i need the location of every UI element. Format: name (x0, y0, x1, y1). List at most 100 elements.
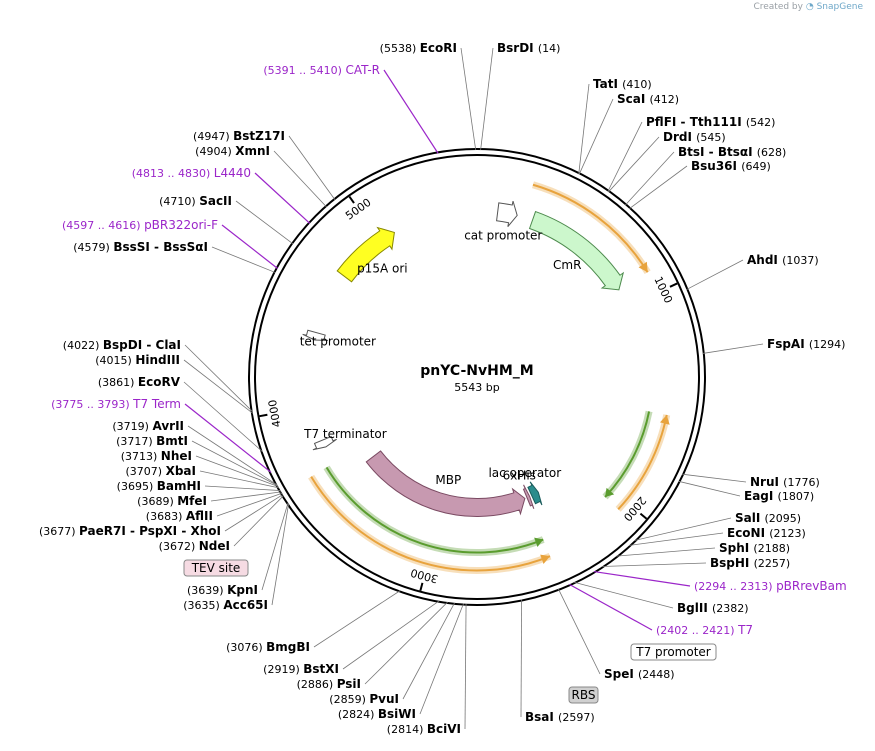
site-scai: ScaI (412) (578, 92, 679, 175)
site-xmni: (4904) XmnI (195, 144, 327, 208)
site-label: (4813 .. 4830) L4440 (132, 166, 251, 180)
site-position: (2382) (712, 602, 749, 615)
site-name: BamHI (157, 479, 201, 493)
site-bstz17i: (4947) BstZ17I (193, 129, 336, 201)
site-label: (2294 .. 2313) pBRrevBam (694, 579, 847, 593)
feature-6xHis (522, 484, 535, 509)
site-leader-line (191, 440, 278, 486)
feature-lac-operator (527, 481, 543, 506)
site-position: (1037) (782, 254, 819, 267)
site-position: (3672) (159, 540, 199, 553)
site-leader-line (210, 491, 282, 502)
site-leader-line (313, 590, 401, 648)
site-label: (3076) BmgBI (226, 640, 310, 654)
site-t7-term: (3775 .. 3793) T7 Term (51, 397, 272, 473)
site-leader-line (558, 588, 601, 675)
site-position: (3635) (183, 599, 223, 612)
site-name: PflFI - Tth111I (646, 115, 746, 129)
site-position: (2814) (387, 723, 427, 736)
site-box (630, 643, 717, 661)
site-name: NdeI (199, 539, 230, 553)
site-name: BsrDI (497, 41, 538, 55)
orf-arrowhead (659, 414, 670, 425)
tick-mark (259, 413, 268, 418)
site-position: (14) (538, 42, 561, 55)
site-xbai: (3707) XbaI (126, 464, 280, 489)
site-leader-line (221, 224, 278, 269)
site-label: EcoNI (2123) (727, 526, 806, 540)
site-leader-line (211, 246, 276, 273)
site-leader-line (273, 150, 327, 208)
site-aflii: (3683) AflII (146, 492, 283, 523)
feature-label-p15A-ori: p15A ori (357, 262, 408, 276)
site-label: (3639) KpnI (187, 583, 258, 597)
site-name: BspDI - ClaI (103, 338, 181, 352)
site-leader-line (616, 547, 716, 557)
site-position: (4579) (73, 241, 113, 254)
site-sali: SalI (2095) (634, 511, 801, 541)
feature-label-6xHis: 6xHis (503, 468, 536, 482)
orf-arrowhead (540, 554, 551, 565)
site-nrui: NruI (1776) (682, 473, 820, 489)
site-acc65i: (3635) Acc65I (183, 503, 290, 612)
site-label: (3672) NdeI (159, 539, 230, 553)
tick-mark (348, 195, 355, 204)
site-name: BmtI (156, 434, 188, 448)
site-econi: EcoNI (2123) (629, 526, 806, 546)
site-tati: TatI (410) (578, 77, 652, 175)
site-name: EagI (744, 489, 778, 503)
credit-brand: SnapGene (816, 2, 863, 12)
site-name: EcoRI (420, 41, 457, 55)
plasmid-center-label: pnYC-NvHM_M 5543 bp (420, 363, 533, 394)
site-label: (3713) NheI (121, 449, 192, 463)
site-leader-line (593, 570, 691, 587)
site-label: (3719) AvrII (112, 419, 184, 433)
site-leader-line (601, 562, 707, 567)
site-name: BciVI (427, 722, 461, 736)
site-box-label: RBS (572, 688, 596, 702)
orf-halo (602, 410, 653, 500)
site-name: PaeR7I - PspXI - XhoI (79, 524, 221, 538)
site-bstxi: (2919) BstXI (263, 600, 440, 676)
feature-cat-promoter (496, 201, 518, 227)
site-name: pBRrevBam (776, 579, 847, 593)
site-label: (2824) BsiWI (338, 707, 416, 721)
site-pbr322ori-f: (4597 .. 4616) pBR322ori-F (62, 218, 278, 269)
site-ndei: (3672) NdeI (159, 495, 284, 553)
site-name: NheI (161, 449, 192, 463)
site-bsai: BsaI (2597) (520, 599, 595, 724)
feature-T7-terminator (312, 435, 337, 451)
site-name: AvrII (152, 419, 184, 433)
site-position: (2859) (329, 693, 369, 706)
site-box-label: TEV site (191, 561, 241, 575)
site-box-label: T7 promoter (635, 645, 711, 659)
site-leader-line (578, 83, 590, 175)
site-name: T7 Term (132, 397, 181, 411)
site-position: (2294 .. 2313) (694, 580, 776, 593)
site-name: BsaI (525, 710, 558, 724)
site-name: BsiWI (378, 707, 416, 721)
site-ecorv: (3861) EcoRV (98, 375, 263, 453)
site-position: (2123) (769, 527, 806, 540)
site-nhei: (3713) NheI (121, 449, 279, 487)
site-leader-line (608, 136, 660, 193)
site-position: (4597 .. 4616) (62, 219, 144, 232)
site-name: EcoNI (727, 526, 769, 540)
site-leader-line (183, 381, 263, 453)
backbone-outer-ring (248, 148, 706, 606)
site-label: (3689) MfeI (137, 494, 207, 508)
tick-mark (419, 582, 424, 591)
plasmid-size: 5543 bp (454, 381, 499, 394)
site-label: (4022) BspDI - ClaI (63, 338, 181, 352)
site-name: BssSI - BssSαI (113, 240, 208, 254)
site-name: SalI (735, 511, 765, 525)
orf-layer (308, 181, 671, 574)
site-name: DrdI (663, 130, 696, 144)
orf-arc (617, 414, 668, 510)
orf-arrowhead (534, 537, 544, 548)
site-box (568, 686, 599, 704)
feature-label-T7-terminator: T7 terminator (303, 427, 387, 441)
feature-label-MBP: MBP (435, 473, 461, 487)
site-label: (3775 .. 3793) T7 Term (51, 397, 181, 411)
